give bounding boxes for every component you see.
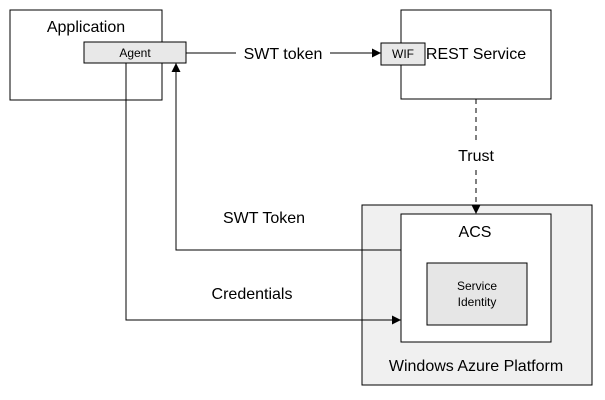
service-identity-label-line1: Service [457,279,497,293]
wif-label: WIF [392,47,414,61]
agent-label: Agent [119,46,151,60]
trust-label: Trust [458,148,494,165]
agent-box: Agent [83,41,187,64]
swt-token-request-label: SWT token [244,46,323,63]
rest-service-box: REST Service [400,9,552,100]
service-identity-label-line2: Identity [458,295,497,309]
trust-edge: Trust [458,99,494,214]
credentials-label: Credentials [212,286,293,303]
acs-label: ACS [459,224,492,241]
swt-token-response-label: SWT Token [223,210,305,227]
rest-service-label: REST Service [426,46,526,63]
wif-box: WIF [380,42,426,66]
swt-token-response-edge: SWT Token [171,63,401,251]
service-identity-box: Service Identity [426,262,528,326]
swt-token-request-edge: SWT token [186,46,381,63]
credentials-edge: Credentials [125,63,401,325]
application-label: Application [47,19,125,36]
azure-platform-label: Windows Azure Platform [389,358,563,375]
